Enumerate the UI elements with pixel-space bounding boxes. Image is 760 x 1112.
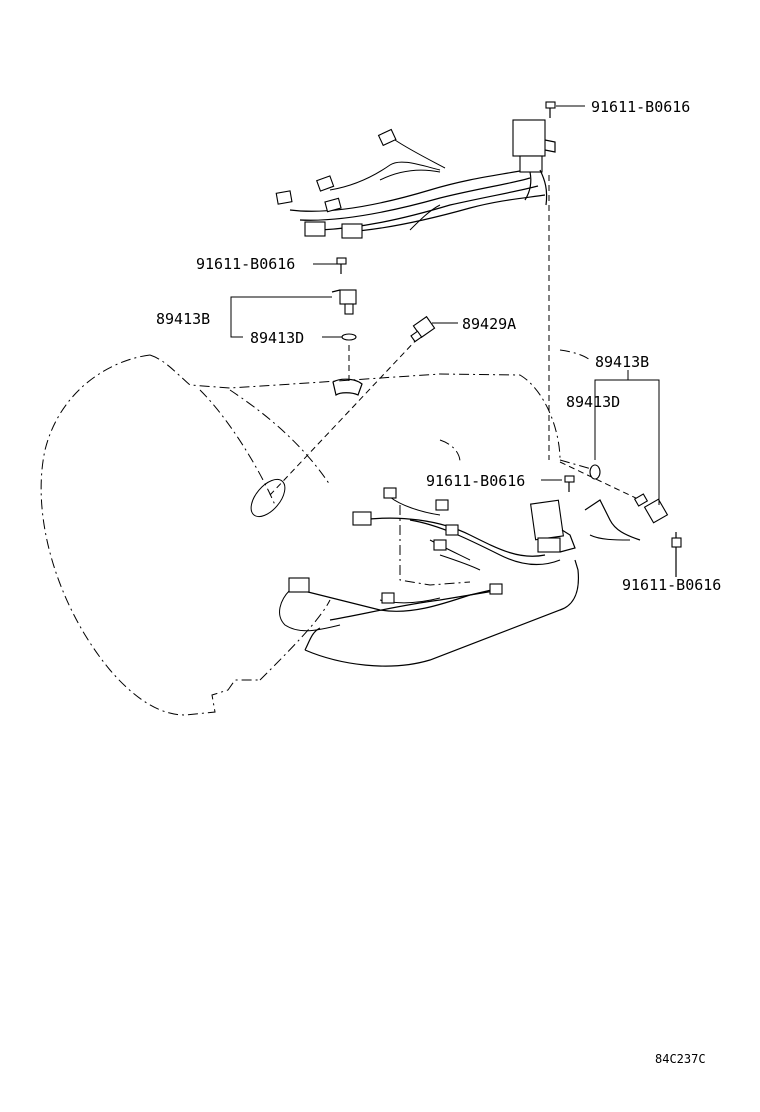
label-oring-left: 89413D xyxy=(250,329,304,347)
label-sensor-left: 89413B xyxy=(156,310,210,328)
callout-lines xyxy=(230,105,660,505)
oil-pan xyxy=(304,499,641,667)
label-bolt-mid: 91611-B0616 xyxy=(426,472,525,490)
label-bolt-left: 91611-B0616 xyxy=(196,255,295,273)
oring-right-part xyxy=(589,464,601,480)
label-bolt-top: 91611-B0616 xyxy=(591,98,690,116)
label-oring-right: 89413D xyxy=(566,393,620,411)
label-bolt-right: 91611-B0616 xyxy=(622,576,721,594)
leader-lines xyxy=(269,175,641,501)
sensor-right-part xyxy=(633,493,669,524)
bolt-left-part xyxy=(336,257,347,274)
bolt-mid-part xyxy=(564,475,575,492)
diagram-id: 84C237C xyxy=(655,1052,706,1066)
bolt-right-part xyxy=(671,532,682,577)
lower-wire-harness xyxy=(279,487,576,632)
sensor-left-part xyxy=(331,289,357,315)
upper-wire-harness xyxy=(275,119,556,239)
retainer-left-part xyxy=(332,378,363,397)
oring-left-part xyxy=(341,333,357,341)
switch-part xyxy=(410,315,436,343)
label-switch: 89429A xyxy=(462,315,516,333)
label-sensor-right: 89413B xyxy=(595,353,649,371)
bolt-top-part xyxy=(545,101,556,118)
transmission-case xyxy=(40,349,596,716)
